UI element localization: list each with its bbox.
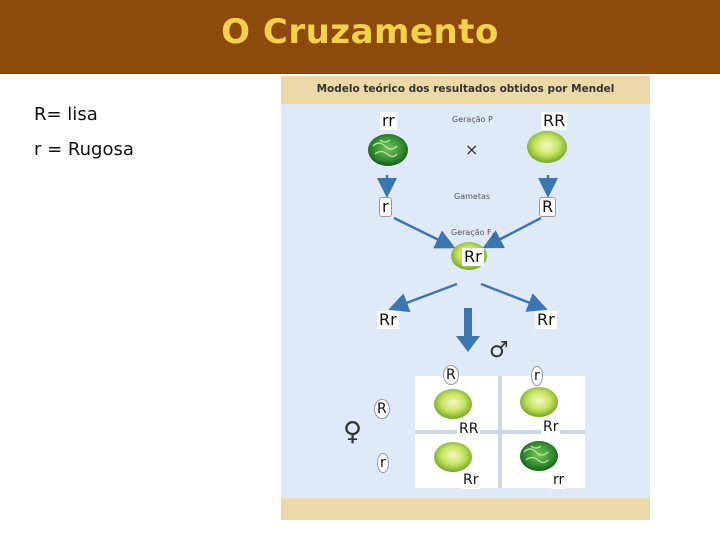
label-geracao-p: Geração P <box>452 115 493 124</box>
parent-genotype-rr: rr <box>380 111 397 130</box>
slide-title: O Cruzamento <box>221 12 499 52</box>
label-geracao-f1-sub: 1 <box>491 232 496 240</box>
mendel-figure: Modelo teórico dos resultados obtidos po… <box>281 76 650 520</box>
seed-offspring-rr-hetero-2 <box>434 442 472 472</box>
offspring-RR: RR <box>457 420 481 438</box>
seed-smooth-parent <box>527 131 567 163</box>
female-gamete-r: r <box>377 453 389 473</box>
offspring-Rr-bottom: Rr <box>461 471 481 489</box>
seed-offspring-rr-upper <box>434 389 472 419</box>
gamete-r: r <box>379 197 392 217</box>
f1-parent-left: Rr <box>377 310 399 329</box>
title-bar <box>0 0 720 74</box>
offspring-rr: rr <box>551 471 567 489</box>
f1-parent-right: Rr <box>535 310 557 329</box>
figure-banner <box>281 76 650 104</box>
female-gamete-R: R <box>374 399 390 419</box>
seed-offspring-wrinkled <box>520 441 558 471</box>
gamete-R: R <box>539 197 557 217</box>
female-symbol: ♀ <box>343 417 363 447</box>
figure-banner-text: Modelo teórico dos resultados obtidos po… <box>316 83 615 95</box>
legend-rugosa: r = Rugosa <box>34 139 134 160</box>
male-symbol: ♂ <box>489 338 509 363</box>
f1-genotype: Rr <box>462 247 484 266</box>
offspring-Rr-right: Rr <box>541 418 561 436</box>
diagram-graphics <box>368 131 585 488</box>
male-gamete-R: R <box>443 365 459 385</box>
label-geracao-f1-text: Geração F <box>451 228 492 237</box>
label-geracao-f1: Geração F1 <box>451 228 495 240</box>
parent-genotype-RR: RR <box>541 111 568 130</box>
cross-symbol: × <box>465 140 479 159</box>
seed-wrinkled-parent <box>368 134 408 166</box>
figure-bottom-band <box>281 498 650 520</box>
legend-lisa: R= lisa <box>34 104 98 125</box>
male-gamete-r: r <box>531 366 543 386</box>
label-gametas: Gametas <box>454 192 491 201</box>
seed-offspring-rr-hetero-1 <box>520 387 558 417</box>
